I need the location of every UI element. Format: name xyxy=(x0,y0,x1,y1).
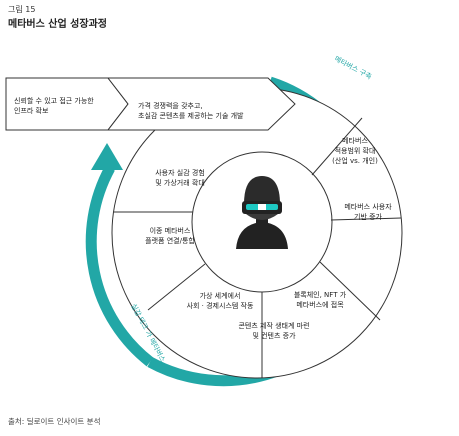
figure-number: 그림 15 xyxy=(8,5,36,14)
source-note: 출처: 딜로이트 인사이트 분석 xyxy=(8,417,101,426)
infra-arrow-label: 신뢰할 수 있고 접근 가능한 인프라 확보 xyxy=(14,97,94,115)
segment-experience: 사용자 실감 경험 및 가상거래 확대 xyxy=(155,169,205,187)
divider-line xyxy=(319,261,381,321)
divider-line xyxy=(311,117,363,176)
segment-user-base: 메타버스 사용자 기반 증가 xyxy=(344,203,392,221)
segment-ecosystem: 콘텐츠 제작 생태계 마련 및 컨텐츠 증가 xyxy=(238,322,310,340)
content-arrow xyxy=(106,77,296,131)
segment-economy: 가상 세계에서 사회 · 경제시스템 작동 xyxy=(186,292,254,310)
segment-scope: 메타버스 적용범위 확대 (산업 vs. 개인) xyxy=(332,137,378,165)
cycle-arrowhead xyxy=(91,143,123,170)
divider-line xyxy=(330,217,402,221)
cycle-ring-left xyxy=(85,165,154,367)
vr-headset-person-icon xyxy=(236,176,288,249)
segment-integration: 이종 메타버스 플랫폼 연결/통합 xyxy=(145,227,195,245)
segment-blockchain: 블록체인, NFT 가 메타버스에 접목 xyxy=(293,291,347,309)
content-arrow-label: 가격 경쟁력을 갖추고, 초실감 콘텐츠를 제공하는 기술 개발 xyxy=(138,102,244,120)
figure-title: 메타버스 산업 성장과정 xyxy=(8,19,107,30)
divider-line xyxy=(147,263,206,311)
